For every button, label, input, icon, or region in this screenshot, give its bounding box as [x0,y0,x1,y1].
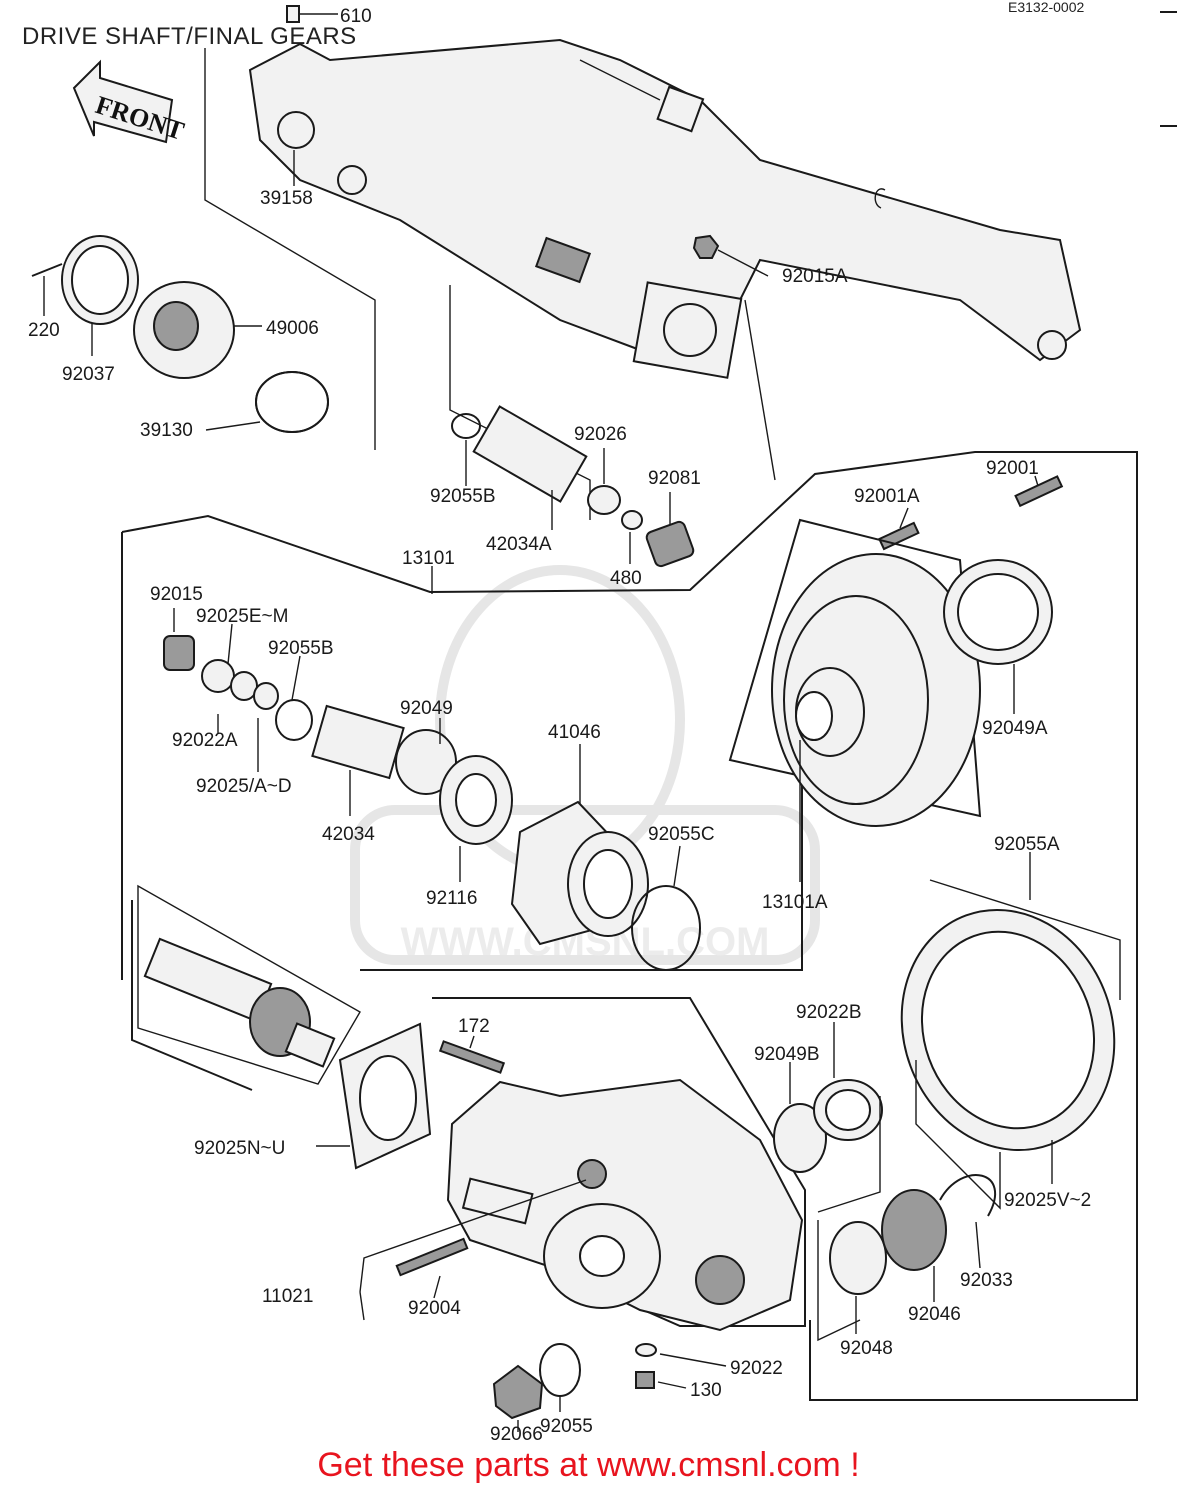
label-92055: 92055 [540,1416,593,1437]
label-49006: 49006 [266,318,319,339]
label-13101: 13101 [402,548,455,569]
swingarm [248,5,1082,379]
label-92049A: 92049A [982,718,1048,739]
label-42034A: 42034A [486,534,552,555]
label-92081: 92081 [648,468,701,489]
label-92033: 92033 [960,1270,1013,1291]
label-92055C: 92055C [648,824,715,845]
label-92001: 92001 [986,458,1039,479]
label-92026: 92026 [574,424,627,445]
promo-footer-link[interactable]: Get these parts at www.cmsnl.com ! [317,1446,860,1484]
label-92046: 92046 [908,1304,961,1325]
label-92055B: 92055B [268,638,334,659]
label-92022B: 92022B [796,1002,862,1023]
ring-gear-13101A [728,518,982,827]
label-92049: 92049 [400,698,453,719]
label-92025NU: 92025N~U [194,1138,285,1159]
label-92022A: 92022A [172,730,238,751]
label-11021: 11021 [262,1286,313,1307]
gasket-92025NU [338,1022,432,1170]
label-92015: 92015 [150,584,203,605]
label-92116: 92116 [426,888,477,909]
label-42034: 42034 [322,824,375,845]
gear-case-11021 [432,997,806,1332]
front-arrow-icon: FRONT [72,59,188,146]
parts-diagram: WWW.CMSNL.COM DRIVE SHAFT/FINAL GEARS E3… [22,0,1177,1440]
seal-92049A [943,559,1053,665]
label-92048: 92048 [840,1338,893,1359]
part-92015A [692,234,720,259]
label-130: 130 [690,1380,722,1401]
label-92001A: 92001A [854,486,920,507]
boot-49006 [133,281,235,379]
diagram-title: DRIVE SHAFT/FINAL GEARS [22,23,357,50]
label-92037: 92037 [62,364,115,385]
label-92022: 92022 [730,1358,783,1379]
cover-gasket-92025V2 [900,908,1116,1152]
label-39130: 39130 [140,420,193,441]
label-13101A: 13101A [762,892,828,913]
label-39158: 39158 [260,188,313,209]
part-labels: 610 39158 92015A 220 92037 49006 39130 9… [28,6,1091,1440]
label-220: 220 [28,320,60,341]
label-92015A: 92015A [782,266,848,287]
label-480: 480 [610,568,642,589]
label-92049B: 92049B [754,1044,820,1065]
label-610: 610 [340,6,372,27]
label-92025EM: 92025E~M [196,606,288,627]
label-92025V2: 92025V~2 [1004,1190,1091,1211]
housing-41046 [510,800,649,946]
label-41046: 41046 [548,722,601,743]
diagram-code: E3132-0002 [1008,0,1085,15]
label-92066: 92066 [490,1424,543,1440]
label-92055A: 92055A [994,834,1060,855]
label-92055B-top: 92055B [430,486,496,507]
clamp-92037 [31,235,139,325]
label-92025AD: 92025/A~D [196,776,292,797]
label-172: 172 [458,1016,490,1037]
ring-39130 [255,371,329,433]
label-92004: 92004 [408,1298,461,1319]
